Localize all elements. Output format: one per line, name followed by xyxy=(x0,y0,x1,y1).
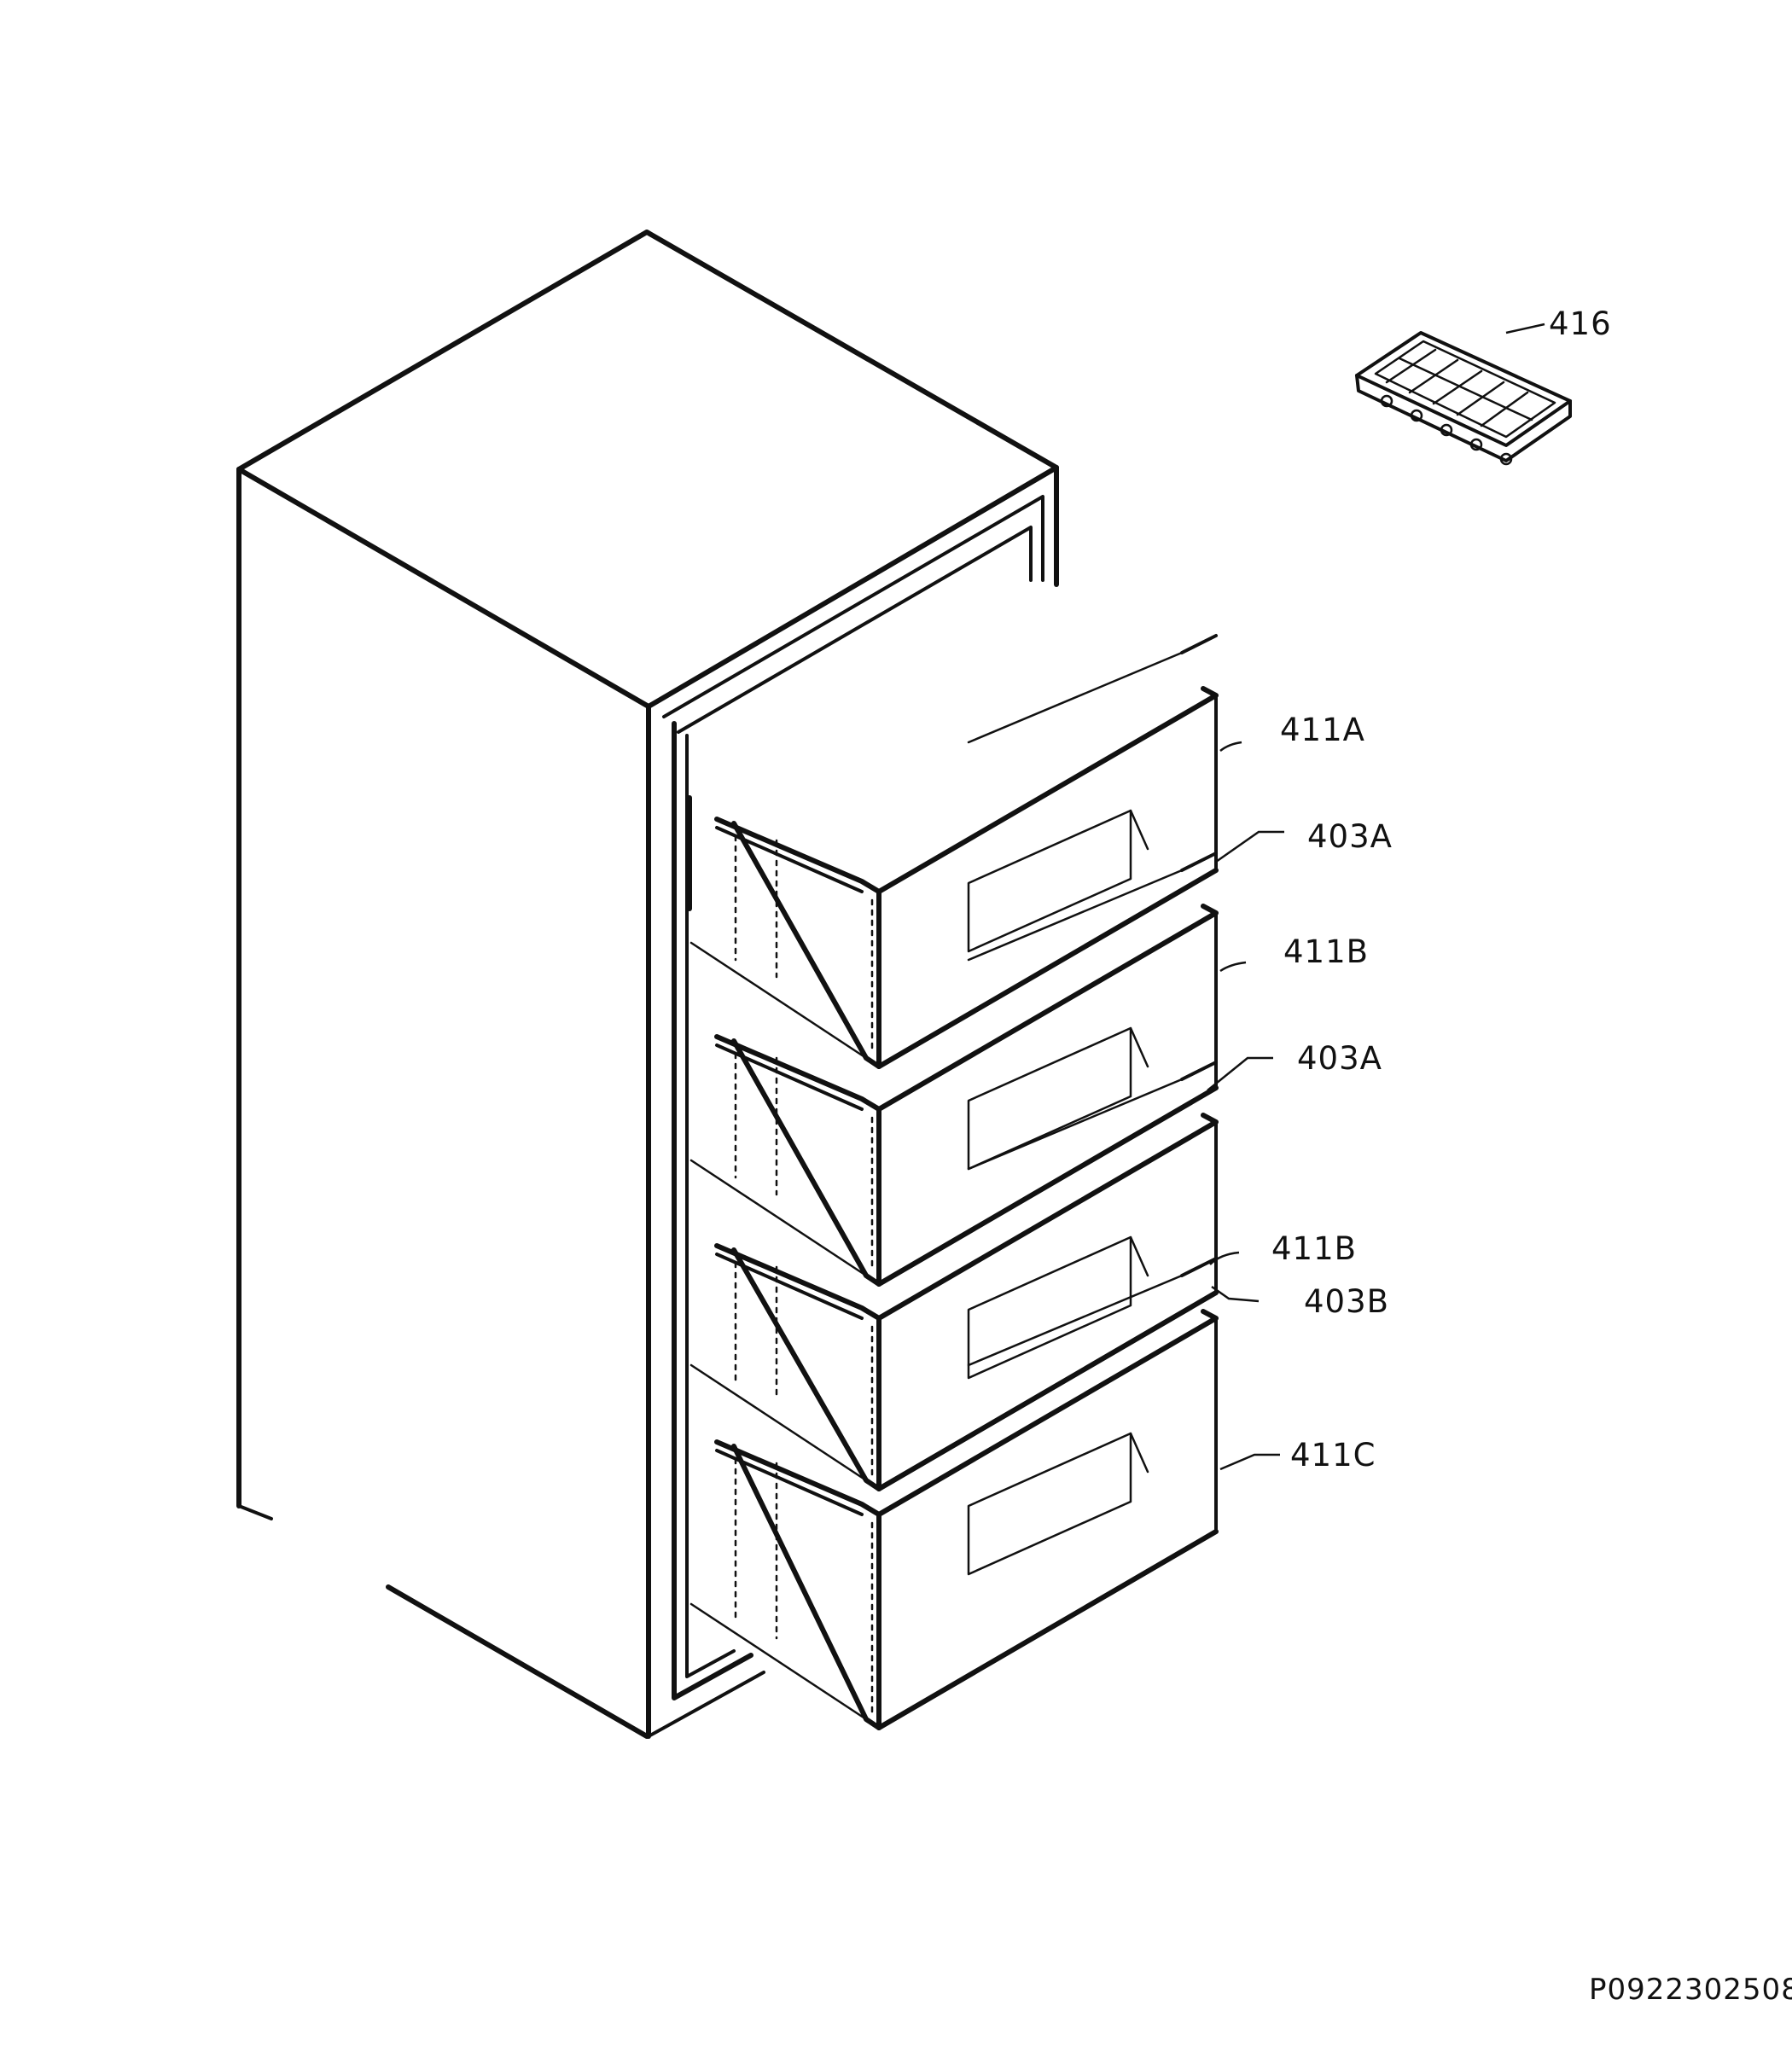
drawer-411b-lower xyxy=(689,1061,1219,1491)
ice-tray xyxy=(1355,331,1572,466)
drawer-411b-upper xyxy=(689,852,1219,1287)
label-411b-2: 411B xyxy=(1271,1230,1357,1267)
drawer-411a xyxy=(689,634,1219,1069)
drawer-stack xyxy=(689,634,1219,1730)
label-403a-2: 403A xyxy=(1297,1040,1382,1077)
label-403b: 403B xyxy=(1304,1283,1389,1320)
drawer-411c xyxy=(689,1257,1219,1730)
label-411a: 411A xyxy=(1280,712,1365,748)
label-411c: 411C xyxy=(1290,1437,1376,1474)
reference-code: P09223025083 xyxy=(1589,1973,1792,2007)
leader-lines xyxy=(1207,323,1545,1471)
label-411b-1: 411B xyxy=(1283,933,1369,970)
freezer-cabinet xyxy=(236,230,1059,1739)
label-403a-1: 403A xyxy=(1307,818,1393,855)
part-labels: 416 411A 403A 411B 403A 411B 403B 411C xyxy=(1271,305,1612,1474)
label-416: 416 xyxy=(1549,305,1612,342)
